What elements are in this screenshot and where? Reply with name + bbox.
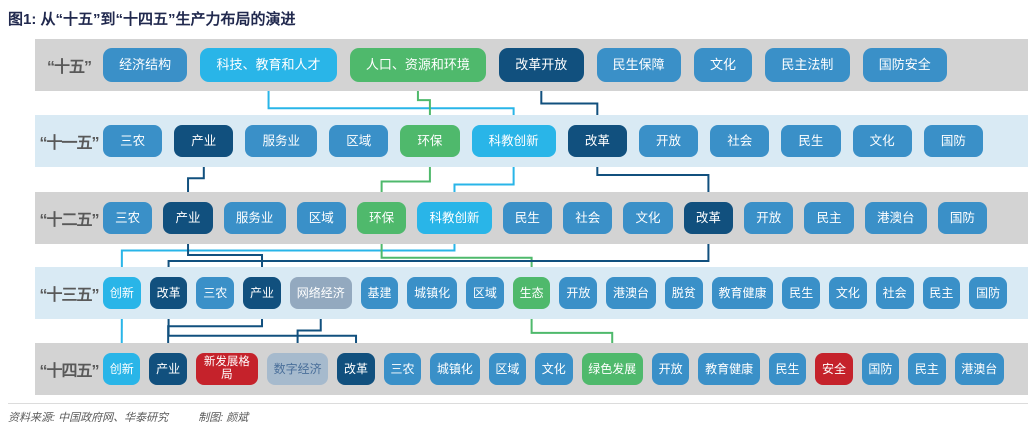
plan-item-box: 民主法制	[765, 48, 850, 82]
plan-row-label: “十四五”	[39, 363, 99, 380]
plan-item-box: 改革	[683, 202, 734, 234]
plan-item-box: 民生	[782, 277, 821, 309]
plan-item-box: 三农	[103, 125, 163, 157]
plan-item-box: 数字经济	[266, 353, 329, 385]
credit-note: 制图: 颜斌	[198, 412, 249, 424]
plan-item-box: 创新	[103, 353, 141, 385]
plan-item-box: 改革开放	[499, 48, 584, 82]
plan-item-box: 民主	[804, 202, 854, 234]
plan-row-label: “十五”	[46, 59, 92, 76]
plan-item-box: 区域	[488, 353, 527, 385]
plan-row-boxes: 经济结构科技、教育和人才人口、资源和环境改革开放民生保障文化民主法制国防安全	[103, 39, 1028, 91]
plan-item-box: 经济结构	[103, 48, 188, 82]
plan-item-box: 绿色发展	[581, 353, 643, 385]
plan-item-box: 社会	[710, 125, 770, 157]
plan-item-box: 产业	[149, 353, 187, 385]
plan-row-label: “十二五”	[39, 212, 99, 229]
plan-item-box: 民生	[502, 202, 553, 234]
plan-item-box: 三农	[103, 202, 153, 234]
plan-item-box: 城镇化	[430, 353, 480, 385]
plan-item-box: 科教创新	[417, 202, 492, 234]
plan-item-box: 港澳台	[606, 277, 656, 309]
plan-item-box: 环保	[356, 202, 407, 234]
plan-item-box: 港澳台	[954, 353, 1004, 385]
plan-item-box: 产业	[163, 202, 213, 234]
plan-item-box: 文化	[535, 353, 573, 385]
plan-item-box: 区域	[296, 202, 346, 234]
plan-row: “十二五”三农产业服务业区域环保科教创新民生社会文化改革开放民主港澳台国防	[35, 192, 1028, 244]
plan-item-box: 基建	[360, 277, 399, 309]
plan-item-box: 社会	[875, 277, 914, 309]
plan-item-box: 民生保障	[596, 48, 681, 82]
source-note: 资料来源: 中国政府网、华泰研究	[8, 412, 169, 424]
plan-item-box: 国防安全	[862, 48, 947, 82]
plan-row-boxes: 三农产业服务业区域环保科教创新民生社会文化改革开放民主港澳台国防	[103, 192, 1028, 244]
plan-item-box: 文化	[829, 277, 867, 309]
plan-item-box: 科技、教育和人才	[200, 48, 337, 82]
plan-item-box: 产业	[243, 277, 281, 309]
plan-item-box: 社会	[563, 202, 613, 234]
plan-item-box: 安全	[815, 353, 853, 385]
plan-item-box: 三农	[196, 277, 235, 309]
plan-row: “十一五”三农产业服务业区域环保科教创新改革开放社会民生文化国防	[35, 115, 1028, 167]
figure-footer: 资料来源: 中国政府网、华泰研究 制图: 颜斌	[8, 403, 1028, 425]
plan-row-label: “十一五”	[39, 135, 99, 152]
plan-item-box: 文化	[693, 48, 753, 82]
plan-item-box: 改革	[337, 353, 375, 385]
plan-item-box: 新发展格局	[195, 353, 258, 385]
plan-item-box: 城镇化	[407, 277, 458, 309]
plan-item-box: 民生	[781, 125, 841, 157]
plan-item-box: 民生	[768, 353, 807, 385]
plan-item-box: 教育健康	[711, 277, 774, 309]
plan-item-box: 三农	[383, 353, 422, 385]
plan-item-box: 民主	[908, 353, 946, 385]
plan-item-box: 网络经济	[289, 277, 352, 309]
plan-item-box: 改革	[567, 125, 627, 157]
plan-item-box: 服务业	[223, 202, 286, 234]
plan-item-box: 环保	[400, 125, 460, 157]
plan-item-box: 区域	[329, 125, 389, 157]
plan-item-box: 国防	[937, 202, 988, 234]
plan-item-box: 创新	[103, 277, 141, 309]
plan-item-box: 文化	[623, 202, 673, 234]
plan-row-boxes: 创新产业新发展格局数字经济改革三农城镇化区域文化绿色发展开放教育健康民生安全国防…	[103, 343, 1028, 395]
plan-item-box: 开放	[559, 277, 598, 309]
plan-item-box: 国防	[861, 353, 900, 385]
plan-row: “十三五”创新改革三农产业网络经济基建城镇化区域生态开放港澳台脱贫教育健康民生文…	[35, 267, 1028, 319]
figure-title: 图1: 从“十五”到“十四五”生产力布局的演进	[8, 11, 296, 28]
plan-item-box: 港澳台	[864, 202, 927, 234]
plan-item-box: 民主	[922, 277, 961, 309]
diagram: “十五”经济结构科技、教育和人才人口、资源和环境改革开放民生保障文化民主法制国防…	[0, 36, 1036, 398]
plan-item-box: 人口、资源和环境	[349, 48, 487, 82]
plan-item-box: 生态	[512, 277, 551, 309]
plan-row: “十四五”创新产业新发展格局数字经济改革三农城镇化区域文化绿色发展开放教育健康民…	[35, 343, 1028, 395]
plan-item-box: 产业	[174, 125, 234, 157]
plan-item-box: 开放	[638, 125, 699, 157]
plan-row-label: “十三五”	[39, 287, 99, 304]
plan-row-boxes: 三农产业服务业区域环保科教创新改革开放社会民生文化国防	[103, 115, 1028, 167]
plan-item-box: 国防	[923, 125, 983, 157]
plan-item-box: 改革	[149, 277, 188, 309]
plan-item-box: 脱贫	[664, 277, 703, 309]
plan-item-box: 教育健康	[698, 353, 760, 385]
plan-row-boxes: 创新改革三农产业网络经济基建城镇化区域生态开放港澳台脱贫教育健康民生文化社会民主…	[103, 267, 1028, 319]
plan-item-box: 开放	[651, 353, 690, 385]
plan-item-box: 科教创新	[471, 125, 556, 157]
plan-item-box: 文化	[852, 125, 912, 157]
plan-item-box: 开放	[744, 202, 794, 234]
plan-row: “十五” 经济结构科技、教育和人才人口、资源和环境改革开放民生保障文化民主法制国防…	[35, 39, 1028, 91]
plan-item-box: 服务业	[245, 125, 318, 157]
plan-item-box: 区域	[466, 277, 504, 309]
plan-item-box: 国防	[969, 277, 1007, 309]
